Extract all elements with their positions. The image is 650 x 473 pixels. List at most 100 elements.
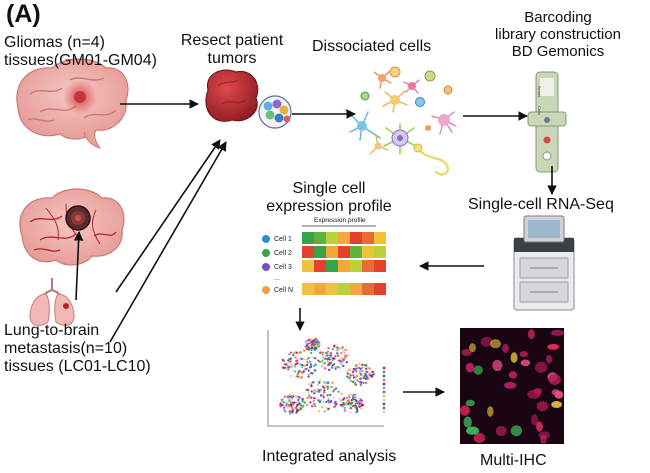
tsne-point — [321, 406, 324, 409]
glioma-brain-icon — [16, 58, 129, 149]
tsne-point — [336, 346, 339, 349]
tsne-point — [323, 391, 326, 394]
tsne-point — [311, 405, 314, 408]
tsne-point — [291, 394, 294, 398]
tsne-point — [296, 408, 299, 411]
tsne-legend-swatch — [382, 378, 386, 382]
tsne-point — [330, 361, 333, 364]
tsne-point — [340, 352, 343, 355]
tsne-point — [322, 396, 325, 399]
tsne-point — [313, 389, 316, 392]
expression-label: Single cell expression profile — [266, 180, 392, 215]
tsne-point — [314, 363, 317, 366]
tsne-point — [325, 400, 328, 404]
ihc-cell — [519, 351, 528, 358]
tsne-point — [333, 363, 336, 366]
tsne-point — [327, 354, 331, 357]
tsne-point — [328, 363, 331, 366]
dissociated-label: Dissociated cells — [312, 38, 432, 55]
ihc-cell — [459, 405, 470, 416]
tsne-point — [345, 361, 348, 364]
tsne-point — [307, 391, 310, 394]
tsne-point — [299, 407, 302, 410]
tsne-point — [326, 394, 329, 397]
tsne-point — [361, 404, 365, 407]
tsne-point — [327, 399, 330, 402]
ihc-cell — [469, 343, 476, 353]
tsne-point — [288, 353, 291, 356]
tsne-plot — [267, 330, 386, 427]
tsne-point — [292, 369, 295, 372]
tsne-point — [352, 372, 355, 375]
tsne-point — [318, 379, 322, 382]
tsne-point — [329, 393, 332, 396]
tsne-point — [336, 349, 339, 352]
ihc-cell — [473, 365, 483, 375]
tsne-point — [288, 357, 291, 360]
tsne-point — [321, 353, 324, 356]
tsne-point — [333, 357, 336, 360]
tsne-point — [296, 404, 299, 408]
tsne-point — [357, 366, 360, 369]
tsne-point — [327, 347, 330, 350]
tumor-icon — [205, 69, 259, 122]
tsne-point — [356, 408, 359, 411]
tsne-point — [323, 362, 326, 365]
tsne-point — [321, 365, 324, 368]
tsne-point — [297, 376, 300, 380]
tsne-point — [360, 402, 363, 405]
tsne-point — [306, 397, 309, 400]
tsne-point — [315, 390, 318, 393]
tsne-point — [323, 381, 326, 384]
tsne-point — [304, 340, 307, 344]
multiihc-label: Multi-IHC — [480, 452, 547, 469]
tsne-point — [301, 375, 304, 379]
tsne-point — [302, 404, 305, 407]
tsne-point — [341, 346, 344, 349]
tsne-point — [347, 354, 350, 357]
tsne-point — [333, 366, 336, 369]
tsne-point — [340, 347, 344, 351]
tsne-point — [331, 348, 334, 351]
tsne-point — [346, 372, 349, 375]
tsne-point — [308, 383, 311, 386]
arrow-metastasis-to-resect-2 — [109, 141, 227, 343]
tsne-point — [314, 337, 317, 340]
tsne-point — [325, 407, 328, 410]
tsne-point — [295, 357, 298, 361]
tsne-point — [370, 375, 374, 378]
tsne-point — [333, 344, 336, 347]
tsne-point — [340, 357, 343, 360]
tsne-point — [281, 398, 284, 401]
tsne-point — [355, 406, 358, 409]
ihc-cell — [487, 406, 494, 417]
tsne-point — [309, 338, 312, 341]
barcoding-label: Barcoding library construction BD Gemoni… — [495, 9, 621, 60]
tsne-point — [344, 356, 347, 360]
tsne-point — [365, 364, 368, 367]
tsne-point — [311, 356, 314, 359]
cell-dot — [262, 235, 270, 243]
tsne-point — [366, 371, 369, 374]
integrated-label: Integrated analysis — [262, 448, 397, 465]
tsne-point — [309, 401, 312, 404]
tsne-point — [371, 370, 375, 373]
tsne-point — [307, 356, 310, 359]
tsne-point — [297, 398, 300, 401]
tsne-point — [342, 350, 345, 354]
tsne-point — [327, 401, 330, 404]
tsne-point — [317, 399, 320, 402]
tsne-point — [339, 362, 342, 365]
lungs-icon — [29, 278, 75, 326]
tsne-point — [349, 411, 352, 414]
resect-label: Resect patient tumors — [180, 32, 284, 67]
tsne-point — [345, 354, 348, 357]
tsne-point — [312, 345, 315, 348]
tsne-point — [279, 405, 282, 408]
tsne-point — [283, 395, 286, 398]
tsne-point — [309, 347, 312, 350]
tsne-legend-swatch — [382, 386, 386, 390]
tsne-point — [352, 380, 355, 383]
tsne-point — [343, 403, 346, 406]
ihc-cell — [527, 329, 535, 339]
